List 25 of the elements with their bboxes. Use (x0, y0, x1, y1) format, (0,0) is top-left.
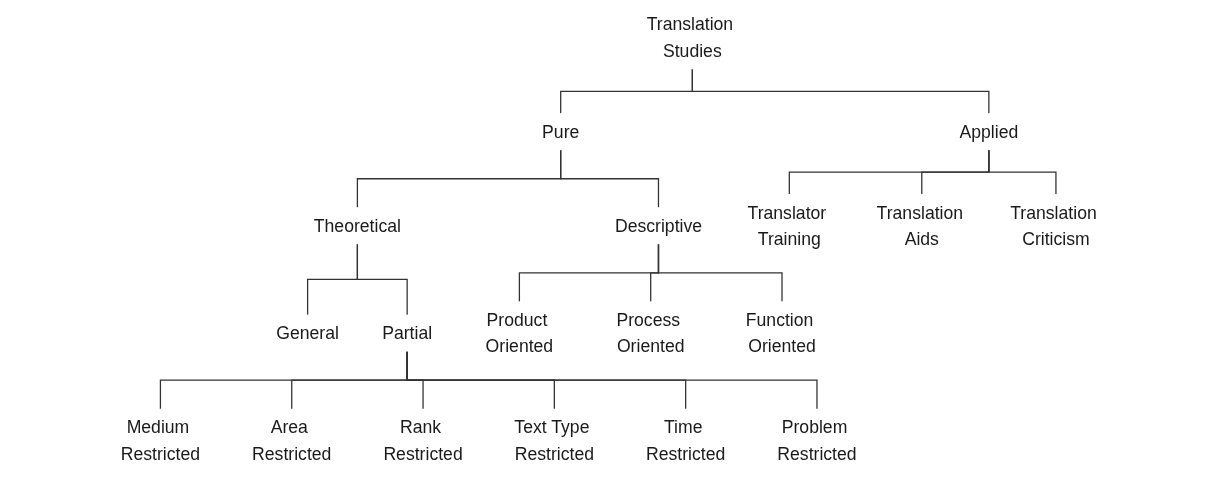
node-text: Problem Restricted (777, 417, 857, 464)
node-text: Translation Aids (876, 202, 964, 250)
node-text: Descriptive (614, 215, 703, 236)
node-text: Medium Restricted (120, 417, 201, 464)
connector (988, 149, 1057, 196)
node-text: Product Oriented (485, 309, 554, 357)
connector (356, 243, 408, 316)
connector (657, 243, 783, 303)
connector (406, 350, 818, 410)
node-text: Function Oriented (745, 309, 816, 357)
node-text: Translation Criticism (1010, 202, 1097, 250)
node-text: Area Restricted (252, 417, 332, 464)
connector (560, 149, 660, 209)
connector (691, 68, 990, 115)
node-text: Time Restricted (646, 417, 726, 464)
node-text: General (276, 323, 339, 344)
node-text: Pure (542, 121, 580, 142)
node-text: Rank Restricted (383, 417, 463, 464)
node-text: Partial (382, 323, 433, 344)
node-text: Applied (959, 121, 1019, 142)
node-text: Translation Studies (646, 14, 734, 61)
node-text: Text Type Restricted (514, 417, 594, 464)
node-text: Translator Training (747, 202, 827, 250)
node-text: Process Oriented (616, 309, 685, 357)
node-text: Theoretical (313, 215, 401, 236)
